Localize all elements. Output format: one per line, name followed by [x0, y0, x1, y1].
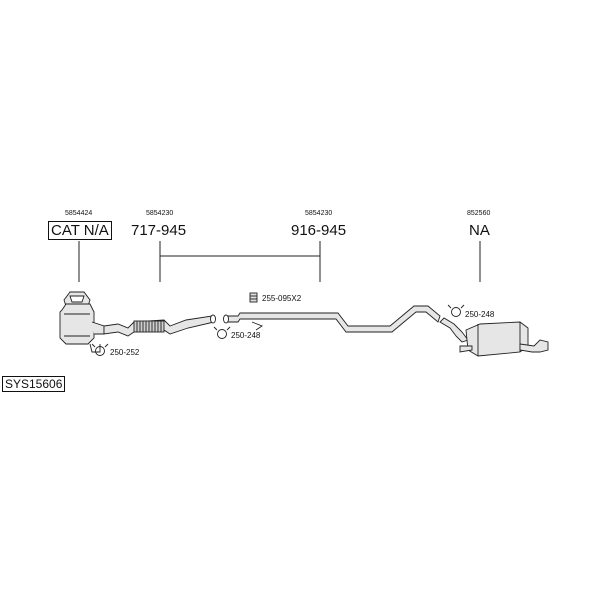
- clamp-icon[interactable]: [213, 326, 231, 339]
- front-pipe-part[interactable]: [103, 314, 216, 337]
- ref-number-front-pipe: 5854230: [146, 210, 174, 217]
- part-label-middle-pipe[interactable]: 916-945: [291, 222, 347, 239]
- middle-pipe-part[interactable]: [223, 305, 441, 333]
- part-label-front-pipe[interactable]: 717-945: [131, 222, 187, 239]
- part-label-rear-silencer[interactable]: NA: [469, 222, 490, 239]
- accessory-code-rubber-mount[interactable]: 255-095X2: [262, 294, 302, 303]
- system-id-label: SYS15606: [2, 376, 66, 392]
- ref-number-catalyst: 5854424: [65, 210, 93, 217]
- accessory-code-clamp-front[interactable]: 250-252: [110, 348, 140, 357]
- accessory-code-clamp-rear[interactable]: 250-248: [465, 310, 495, 319]
- leader-lines: [78, 241, 481, 282]
- ref-number-rear-silencer: 852560: [467, 210, 491, 217]
- rubber-mount-icon[interactable]: [249, 292, 258, 303]
- accessory-code-clamp-middle[interactable]: 250-248: [231, 331, 261, 340]
- clamp-icon[interactable]: [91, 343, 109, 356]
- ref-number-middle-pipe: 5854230: [305, 210, 333, 217]
- clamp-icon[interactable]: [447, 304, 465, 317]
- rear-silencer-part[interactable]: [439, 317, 549, 357]
- catalyst-part[interactable]: [59, 291, 105, 353]
- part-label-catalyst[interactable]: CAT N/A: [48, 221, 112, 240]
